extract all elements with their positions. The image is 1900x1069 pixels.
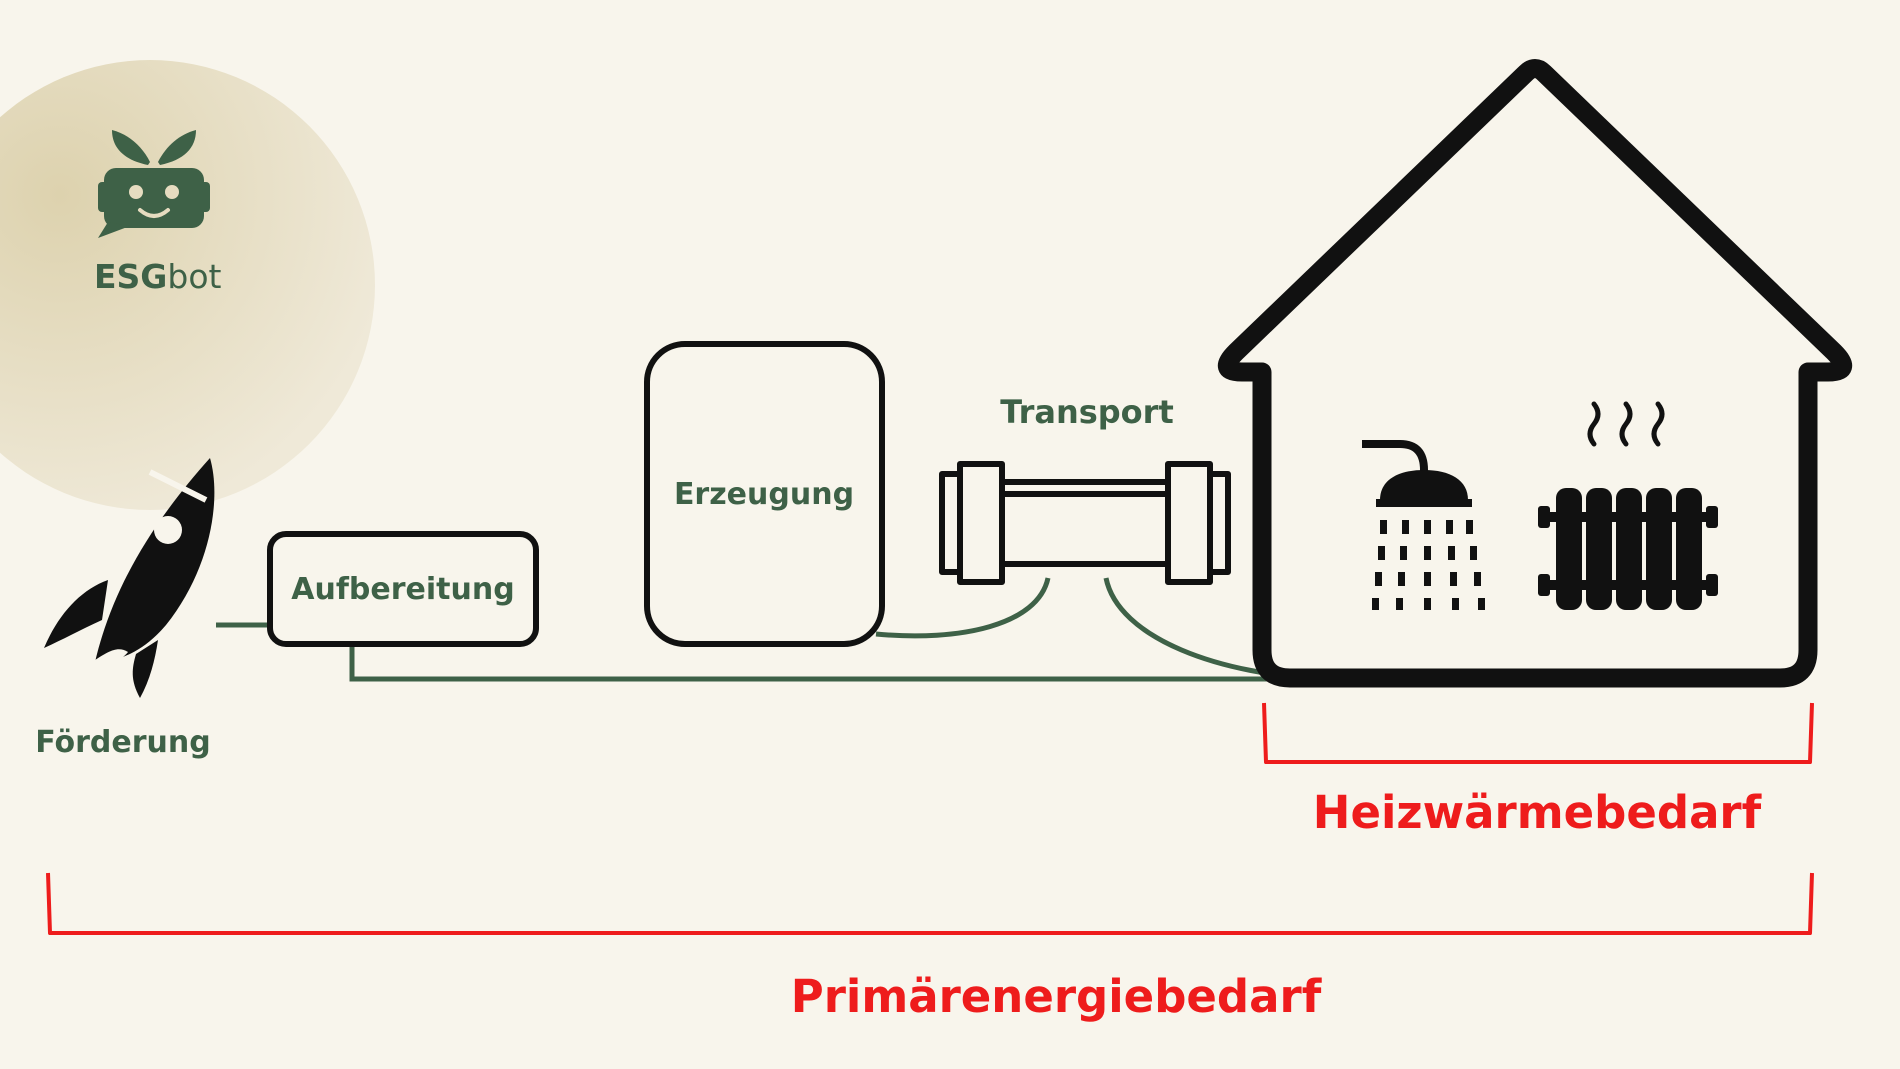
- heizwaermebedarf-bracket: [1262, 702, 1814, 764]
- transport-label: Transport: [1000, 393, 1173, 431]
- esgbot-logo: ESGbot: [0, 60, 375, 510]
- heizwaermebedarf-label: Heizwärmebedarf: [1313, 786, 1762, 839]
- radiator-icon: [1538, 401, 1718, 610]
- erzeugung-box: [644, 341, 885, 647]
- pipe-to-erzeugung-line: [875, 577, 1051, 639]
- primaerenergiebedarf-label: Primärenergiebedarf: [791, 970, 1322, 1023]
- aufbereitung-label: Aufbereitung: [291, 572, 514, 607]
- esgbot-robot-icon: [98, 130, 210, 238]
- main-feed-line: [349, 645, 1330, 682]
- primaerenergiebedarf-bracket: [46, 872, 1814, 935]
- house-icon: [1217, 59, 1853, 688]
- logo-text: ESGbot: [94, 257, 222, 296]
- foerderung-label: Förderung: [35, 725, 211, 760]
- rocket-icon: [44, 458, 215, 698]
- shower-icon: [1362, 440, 1485, 610]
- pipe-icon: [939, 461, 1231, 585]
- aufbereitung-box: [267, 531, 539, 647]
- pipe-to-house-line: [1103, 577, 1331, 682]
- logo-circle: [0, 60, 375, 510]
- erzeugung-label: Erzeugung: [674, 477, 854, 512]
